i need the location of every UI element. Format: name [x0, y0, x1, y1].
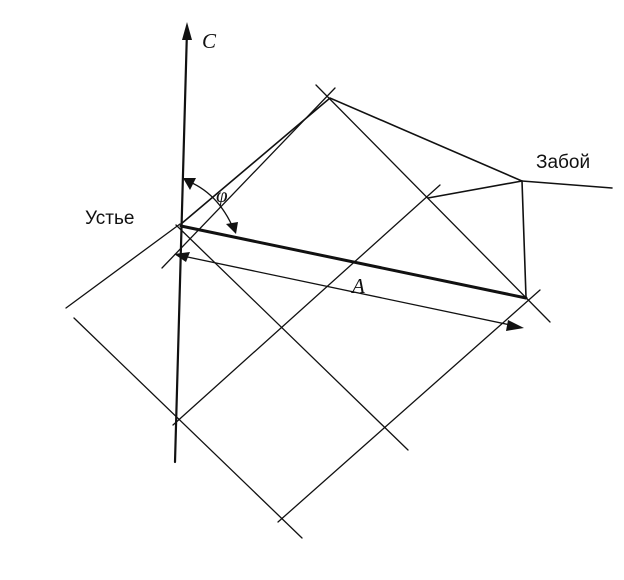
north-arrow-head	[182, 22, 192, 40]
collar-label: Устье	[85, 208, 134, 229]
displacement-label: A	[350, 274, 365, 298]
grid-line	[175, 224, 409, 451]
azimuth-arc	[183, 178, 238, 234]
grid-line	[73, 317, 303, 539]
north-label: C	[202, 29, 217, 53]
azimuth-arrow-end	[226, 222, 238, 234]
bottom-label: Забой	[536, 152, 590, 173]
grid-lines-ne	[65, 87, 541, 523]
dimension-arrow-left	[174, 252, 190, 262]
grid-line	[65, 223, 181, 309]
azimuth-arrow-start	[183, 178, 196, 190]
dimension-arrow-right	[506, 320, 524, 331]
north-axis	[173, 22, 192, 464]
grid-lines-se	[73, 84, 551, 539]
trajectory-outline	[180, 97, 527, 298]
displacement-line	[179, 224, 528, 300]
grid-line	[277, 289, 541, 523]
borehole-trajectory	[180, 97, 613, 298]
azimuth-label: φ	[216, 183, 228, 207]
displacement-dimension	[174, 252, 524, 331]
grid-line	[172, 184, 441, 426]
trajectory-branch	[427, 180, 523, 199]
bottom-leader-line	[521, 180, 613, 189]
grid-line	[315, 84, 551, 323]
